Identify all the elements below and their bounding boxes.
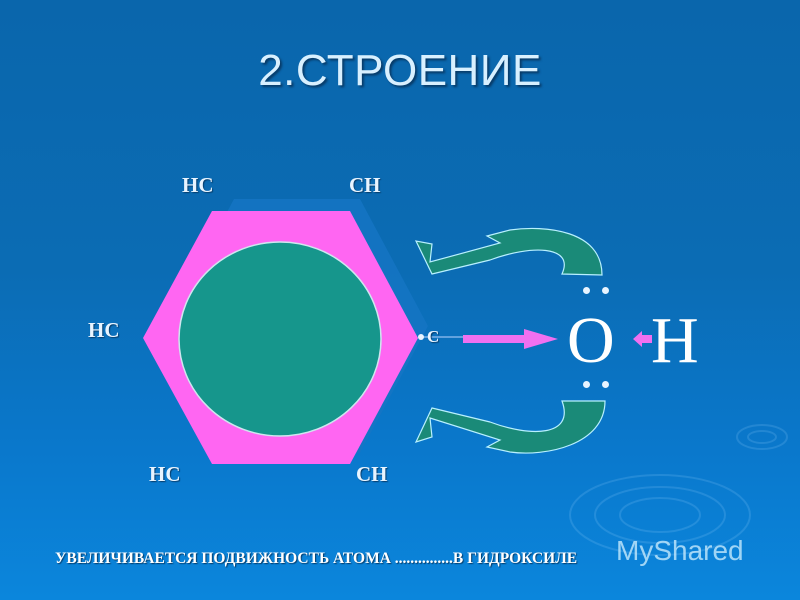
label-hc-top-left: HC xyxy=(182,173,214,197)
label-hc-bottom-left: HC xyxy=(149,462,181,486)
hydrogen-atom: H xyxy=(651,304,699,377)
caption-text: УВЕЛИЧИВАЕТСЯ ПОДВИЖНОСТЬ АТОМА ........… xyxy=(55,550,578,567)
slide-title: 2.СТРОЕНИЕ xyxy=(258,46,542,95)
label-ch-top-right: CH xyxy=(349,173,381,197)
lone-pair-dot xyxy=(583,287,590,294)
oxygen-atom: O xyxy=(567,304,615,377)
arrow-c-to-o xyxy=(463,329,558,349)
label-hc-left: HC xyxy=(88,318,120,342)
label-c-right: C xyxy=(427,327,440,346)
arrow-h-to-o xyxy=(633,331,652,347)
label-ch-bottom-right: CH xyxy=(356,462,388,486)
lone-pair-dot xyxy=(602,287,609,294)
aromatic-circle xyxy=(178,241,382,437)
ripple-decoration xyxy=(569,424,788,556)
curved-arrow-lower xyxy=(414,400,606,454)
watermark: MyShared xyxy=(616,535,744,566)
curved-arrow-upper xyxy=(414,227,603,276)
lone-pair-dot xyxy=(602,381,609,388)
c-attach-point xyxy=(418,334,424,340)
lone-pair-dot xyxy=(583,381,590,388)
